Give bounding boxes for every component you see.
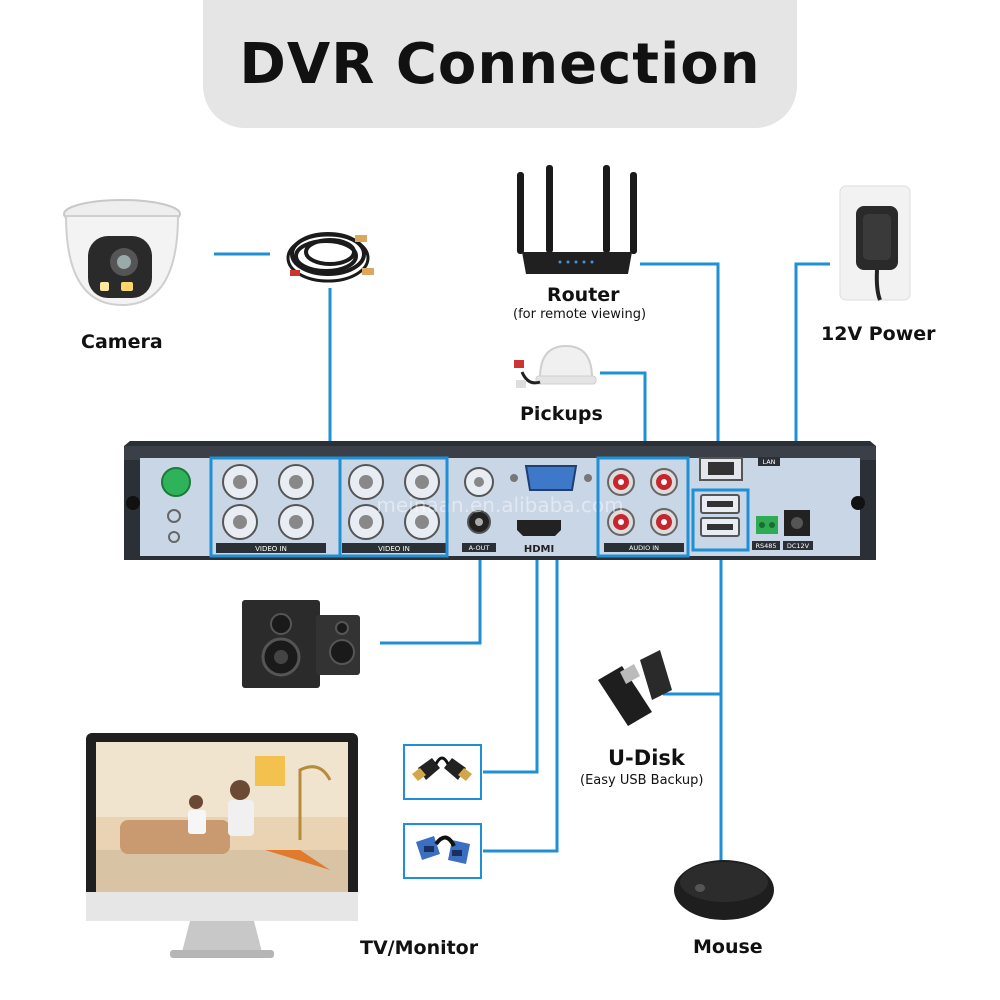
audio-in-highlight [596,456,690,558]
usb-flash-drive-icon [598,650,672,726]
tv-monitor-icon [86,733,358,958]
camera-label: Camera [81,331,163,353]
hdmi-label: HDMI [524,544,554,555]
hdmi-cable-icon [403,744,482,800]
rs485-terminal-icon [756,516,778,534]
hdmi-to-cable-line [483,550,539,774]
power-label: 12V Power [821,323,936,345]
audio-in-label: AUDIO IN [629,544,659,552]
mouse-icon [674,860,774,920]
power-to-dc-line [794,262,830,506]
watermark-text: meinaan.en.alibaba.com [376,493,623,517]
udisk-note: (Easy USB Backup) [580,773,704,788]
router-icon [517,165,637,274]
router-label: Router [547,284,620,306]
video-in-bnc-right [348,464,440,540]
pickups-label: Pickups [520,403,603,425]
router-to-lan-line [640,262,720,458]
tv-monitor-label: TV/Monitor [360,937,479,959]
port-highlights [209,456,750,558]
dc12v-label: DC12V [787,542,810,550]
pickup-microphone-icon [514,344,597,388]
hdmi-port-icon [517,520,561,536]
vga-to-cable-line [483,550,559,853]
dome-camera-icon [63,199,181,307]
video-in-bnc-left [222,464,314,540]
aout-to-speaker-line [380,540,482,645]
vga-port-icon [524,465,578,491]
usb-highlight [691,488,750,552]
page-title: DVR Connection [239,31,761,97]
audio-in-rca-ports [607,468,678,536]
udisk-label: U-Disk [608,746,685,770]
vga-cable-icon [403,823,482,879]
video-in-highlight [209,456,449,558]
connector-lines [214,252,830,862]
lan-label: LAN [762,458,775,466]
a-out-label: A-OUT [469,544,490,552]
power-adapter-icon [839,185,911,301]
video-in-left-label: VIDEO IN [255,545,287,553]
router-note: (for remote viewing) [513,307,647,322]
pickups-to-audio-line [600,371,647,458]
rs485-label: RS485 [755,542,776,550]
bnc-power-cable-icon [286,232,374,283]
mouse-label: Mouse [693,936,763,958]
ground-terminal-icon [161,467,191,497]
video-in-right-label: VIDEO IN [378,545,410,553]
title-banner: DVR Connection [203,0,797,128]
speakers-icon [242,600,360,688]
